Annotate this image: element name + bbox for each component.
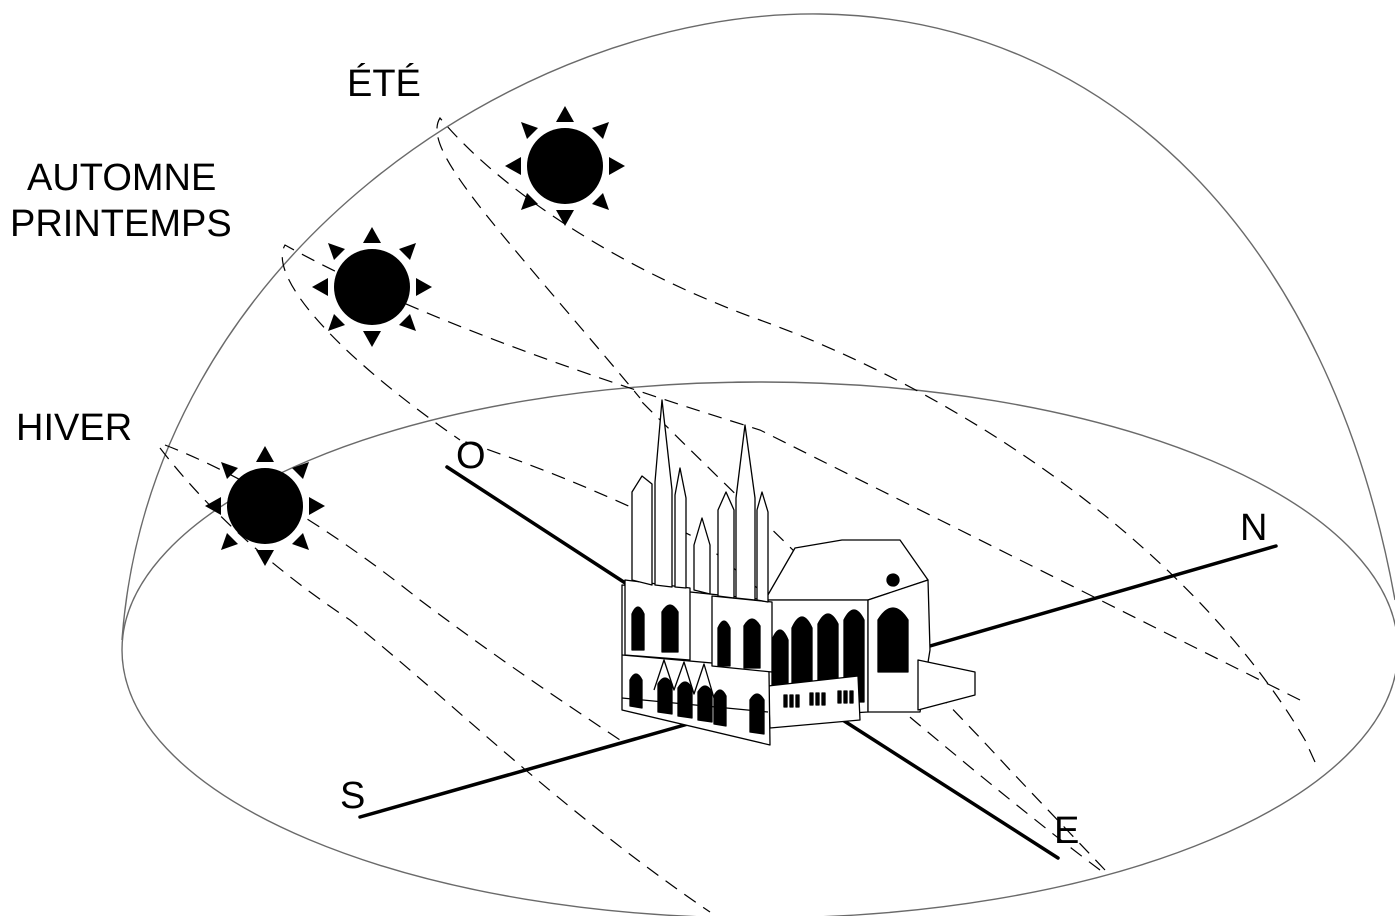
- label-north: N: [1240, 507, 1267, 549]
- cathedral-annex: [917, 659, 976, 711]
- cathedral-illustration: [621, 399, 976, 746]
- axis-north: [928, 544, 1278, 648]
- axis-west: [445, 465, 638, 592]
- label-west: O: [456, 435, 486, 477]
- axis-south: [358, 722, 690, 819]
- axis-east: [836, 715, 1060, 860]
- label-winter: HIVER: [16, 407, 132, 449]
- sun-icon-winter: [205, 446, 325, 566]
- sun-icon-equinox: [312, 227, 432, 347]
- equinox-sun-path: [281, 244, 1301, 871]
- label-south: S: [340, 775, 365, 817]
- label-summer: ÉTÉ: [347, 62, 421, 105]
- compass-axes: [358, 465, 1278, 860]
- label-spring: PRINTEMPS: [10, 203, 232, 245]
- summer-sun-path: [436, 116, 1316, 871]
- label-east: E: [1054, 810, 1079, 852]
- cathedral-rose-window: [886, 573, 900, 587]
- celestial-dome: [121, 13, 1395, 641]
- horizon-ellipse: [121, 381, 1395, 916]
- sun-icon-summer: [505, 106, 625, 226]
- label-autumn: AUTOMNE: [27, 157, 216, 199]
